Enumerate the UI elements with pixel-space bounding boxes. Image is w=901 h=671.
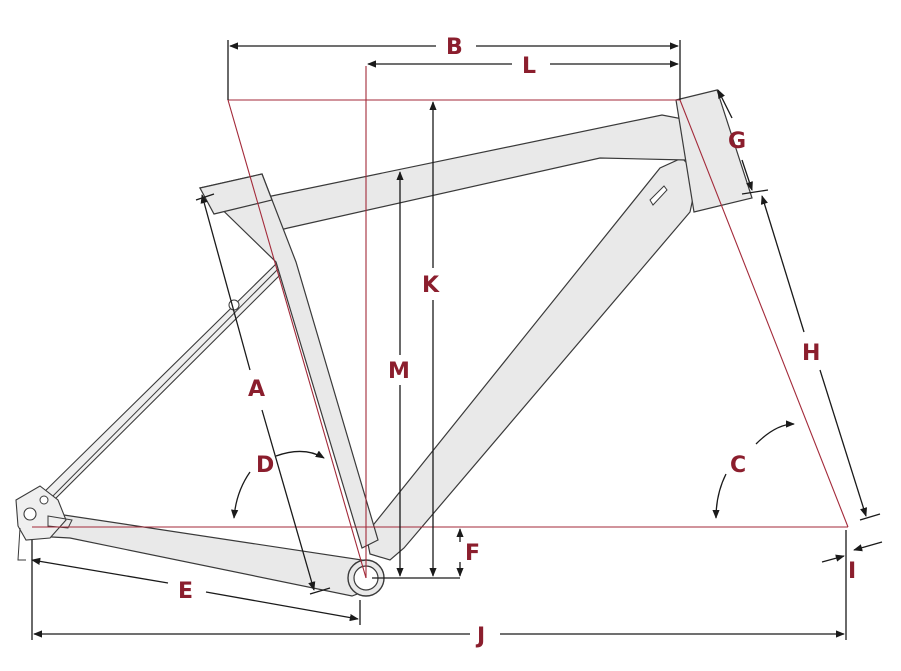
label-f: F — [465, 541, 480, 566]
label-g: G — [728, 129, 746, 154]
seat-tube — [198, 173, 379, 549]
label-a: A — [248, 377, 265, 402]
seat-stay-bridge — [228, 299, 240, 311]
down-tube-port — [649, 185, 668, 206]
head-tube — [675, 89, 753, 213]
label-c: C — [730, 453, 746, 478]
label-l: L — [522, 54, 536, 79]
label-i: I — [848, 559, 856, 584]
geometry-reference-lines — [32, 66, 849, 579]
seat-tube-top — [199, 173, 273, 215]
bike-frame — [15, 89, 753, 597]
label-k: K — [422, 273, 440, 298]
dimension-labels: B L G K M H A D C F I E J — [178, 35, 856, 649]
down-tube — [365, 157, 699, 561]
label-e: E — [178, 579, 193, 604]
seat-stay-inner — [43, 264, 283, 506]
dimension-lines — [31, 40, 883, 640]
label-h: H — [802, 341, 820, 366]
label-j: J — [475, 624, 485, 649]
rear-dropout — [15, 485, 73, 561]
label-m: M — [388, 359, 410, 384]
label-d: D — [256, 453, 274, 478]
label-b: B — [446, 35, 463, 60]
